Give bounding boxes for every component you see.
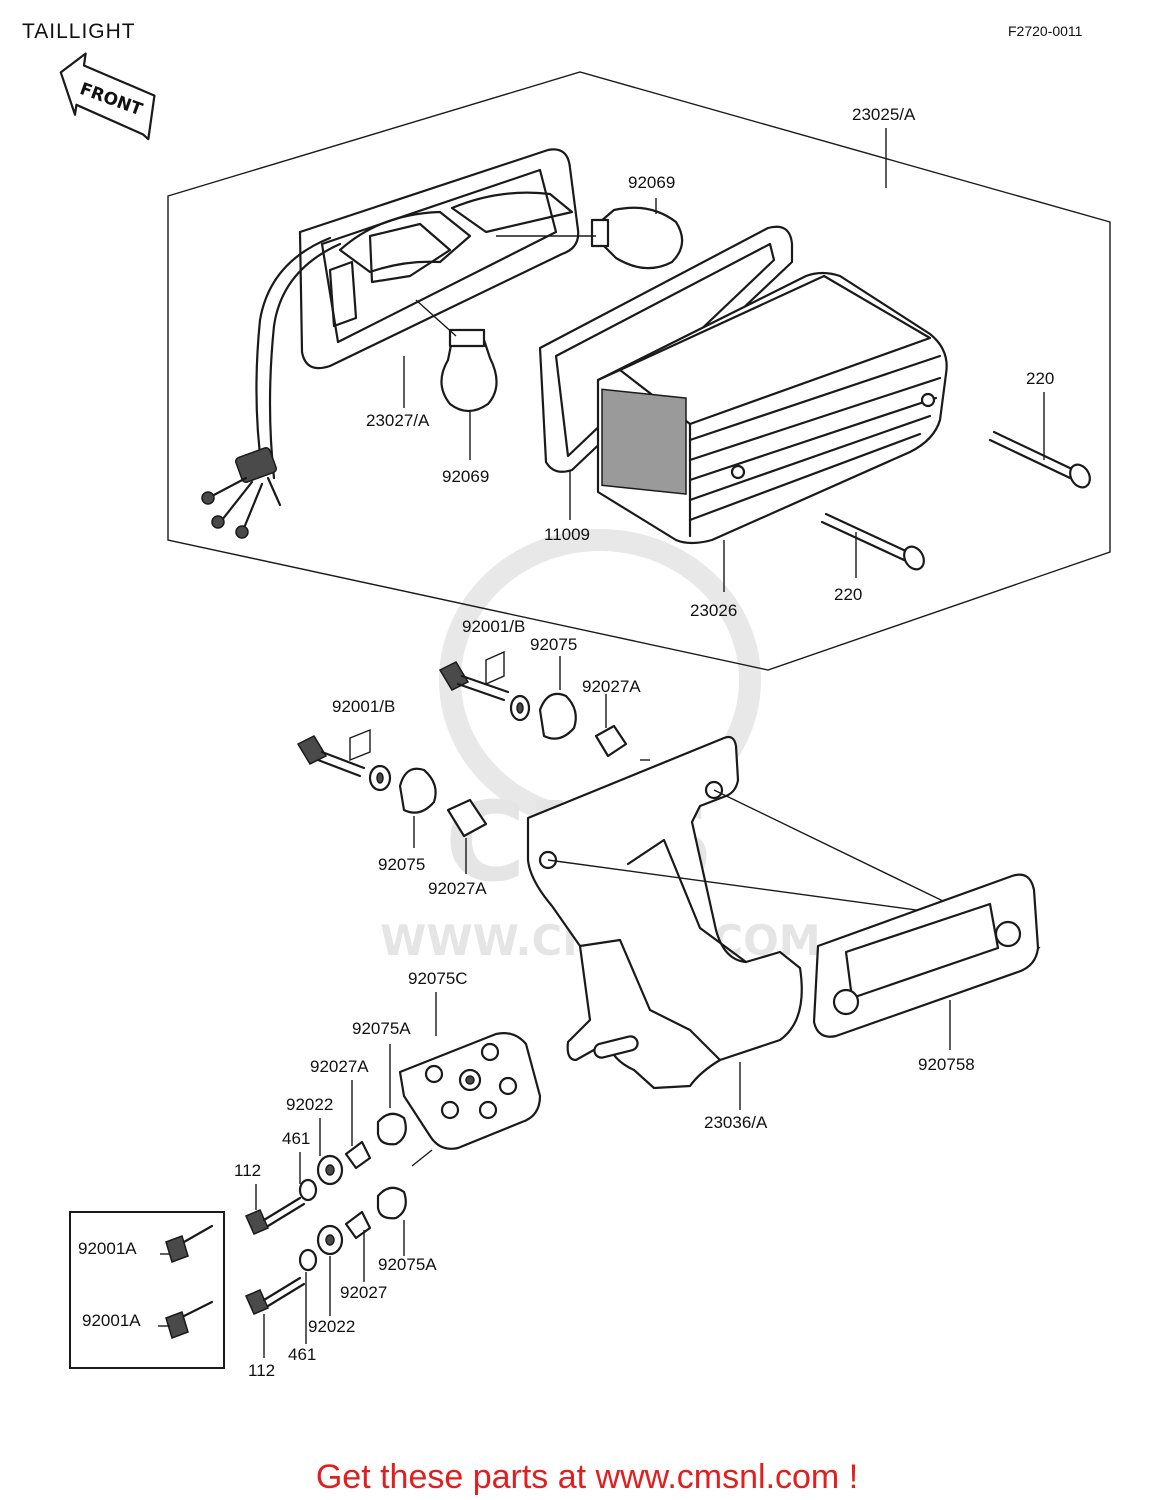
screw-220-right xyxy=(988,392,1091,489)
plate-holder-920758 xyxy=(812,873,1040,1050)
wire-harness xyxy=(201,236,342,539)
lens-cover-23026 xyxy=(596,271,948,592)
part-labels: 23025/A 92069 220 23027/A 92069 11009 23… xyxy=(78,105,1054,1380)
label-461-lower: 461 xyxy=(288,1345,316,1364)
label-92027a-upper: 92027A xyxy=(582,677,641,696)
label-23036a: 23036/A xyxy=(704,1113,768,1132)
label-92069-top: 92069 xyxy=(628,173,675,192)
promo-link[interactable]: Get these parts at www.cmsnl.com ! xyxy=(316,1458,858,1496)
leader-lines xyxy=(158,128,887,1358)
label-92001a-second: 92001A xyxy=(82,1311,141,1330)
label-92001b-upper: 92001/B xyxy=(462,617,525,636)
label-92075a-lower: 92075A xyxy=(378,1255,437,1274)
bulb-92069-lower xyxy=(440,328,498,460)
diagram-title: TAILLIGHT xyxy=(22,20,136,43)
mounting-plate-92075c xyxy=(398,992,542,1150)
label-92069-bottom: 92069 xyxy=(442,467,489,486)
screw-220-bottom xyxy=(820,512,925,578)
hardware-stack-upper xyxy=(245,1112,407,1235)
assembly-outline-box xyxy=(167,71,1111,671)
label-92027: 92027 xyxy=(340,1283,387,1302)
bracket-23036a xyxy=(526,735,803,1110)
label-92027a-lower: 92027A xyxy=(428,879,487,898)
label-112-upper: 112 xyxy=(234,1161,261,1180)
label-920758: 920758 xyxy=(918,1055,975,1074)
front-arrow-icon: FRONT xyxy=(59,52,156,141)
bolt-set-lower xyxy=(296,728,488,874)
label-11009: 11009 xyxy=(544,525,590,544)
lamp-socket-housing xyxy=(298,148,580,370)
label-92001a-first: 92001A xyxy=(78,1239,137,1258)
label-220-right: 220 xyxy=(1026,369,1054,388)
label-461-upper: 461 xyxy=(282,1129,310,1148)
label-92022-upper: 92022 xyxy=(286,1095,333,1114)
label-23026: 23026 xyxy=(690,601,737,620)
label-220-bottom: 220 xyxy=(834,585,862,604)
label-92022-lower: 92022 xyxy=(308,1317,355,1336)
label-92001b-lower: 92001/B xyxy=(332,697,395,716)
label-92027a-plate: 92027A xyxy=(310,1057,369,1076)
label-92075a-upper: 92075A xyxy=(352,1019,411,1038)
label-92075-upper: 92075 xyxy=(530,635,577,654)
inset-box-92001a xyxy=(69,1211,225,1369)
bulb-92069-upper xyxy=(590,198,684,270)
label-23027a: 23027/A xyxy=(366,411,430,430)
label-23025a: 23025/A xyxy=(852,105,916,124)
figure-code: F2720-0011 xyxy=(1008,23,1083,39)
bolt-set-upper xyxy=(438,650,628,758)
label-92075c: 92075C xyxy=(408,969,468,988)
label-92075-lower: 92075 xyxy=(378,855,425,874)
label-112-lower: 112 xyxy=(248,1361,275,1380)
